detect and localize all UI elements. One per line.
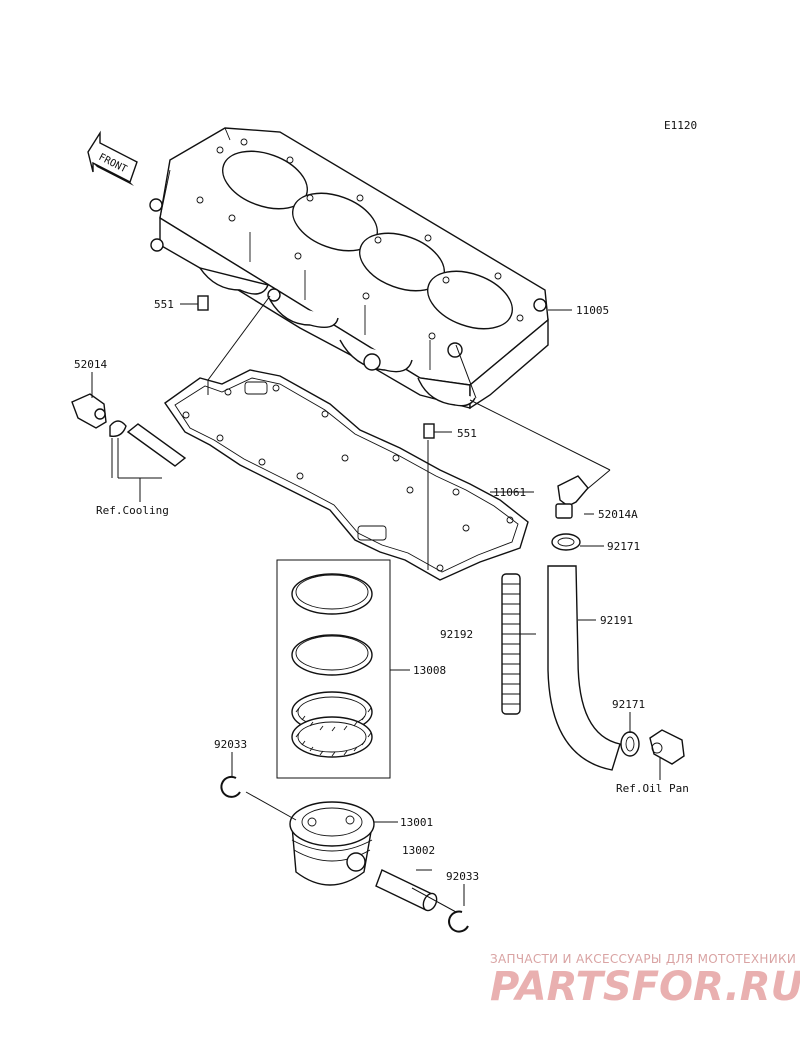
callout-11061: 11061 <box>493 486 526 499</box>
piston-ring-box <box>276 559 391 779</box>
clamp-92171-top <box>551 533 581 551</box>
watermark-brand: PARTSFOR.RU <box>490 964 800 1010</box>
callout-13008: 13008 <box>413 664 446 677</box>
oil-pan-fitting <box>649 729 685 765</box>
head-gasket <box>164 369 529 581</box>
dowel-pin-top <box>197 295 209 311</box>
callout-13002: 13002 <box>402 844 435 857</box>
callout-551-bottom: 551 <box>457 427 477 440</box>
callout-92192: 92192 <box>440 628 473 641</box>
circlip-92033-right <box>448 910 469 933</box>
hose-92192 <box>501 573 521 715</box>
callout-551-top: 551 <box>154 298 174 311</box>
piston-pin <box>375 869 438 912</box>
ref-cooling-label: Ref.Cooling <box>96 504 169 517</box>
callout-92191: 92191 <box>600 614 633 627</box>
dowel-pin-bottom <box>423 423 435 439</box>
diagram-code: E1120 <box>664 119 697 132</box>
watermark-subtitle: ЗАПЧАСТИ И АКСЕССУАРЫ ДЛЯ МОТОТЕХНИКИ <box>490 952 796 966</box>
cylinder-block <box>149 127 549 410</box>
fitting-52014 <box>71 393 187 467</box>
callout-92033-left: 92033 <box>214 738 247 751</box>
callout-11005: 11005 <box>576 304 609 317</box>
piston <box>289 801 375 886</box>
callout-13001: 13001 <box>400 816 433 829</box>
front-arrow: FRONT <box>87 130 138 186</box>
leader-lines <box>91 295 661 913</box>
callout-92171-bottom: 92171 <box>612 698 645 711</box>
fitting-52014a <box>555 475 589 519</box>
piston-ring-set <box>291 573 373 758</box>
callout-92171-top: 92171 <box>607 540 640 553</box>
ref-oil-pan-label: Ref.Oil Pan <box>616 782 689 795</box>
circlip-92033-left <box>220 775 241 798</box>
callout-52014: 52014 <box>74 358 107 371</box>
callout-52014a: 52014A <box>598 508 638 521</box>
callout-92033-right: 92033 <box>446 870 479 883</box>
hose-92191 <box>547 565 621 771</box>
clamp-92171-bottom <box>620 731 640 757</box>
